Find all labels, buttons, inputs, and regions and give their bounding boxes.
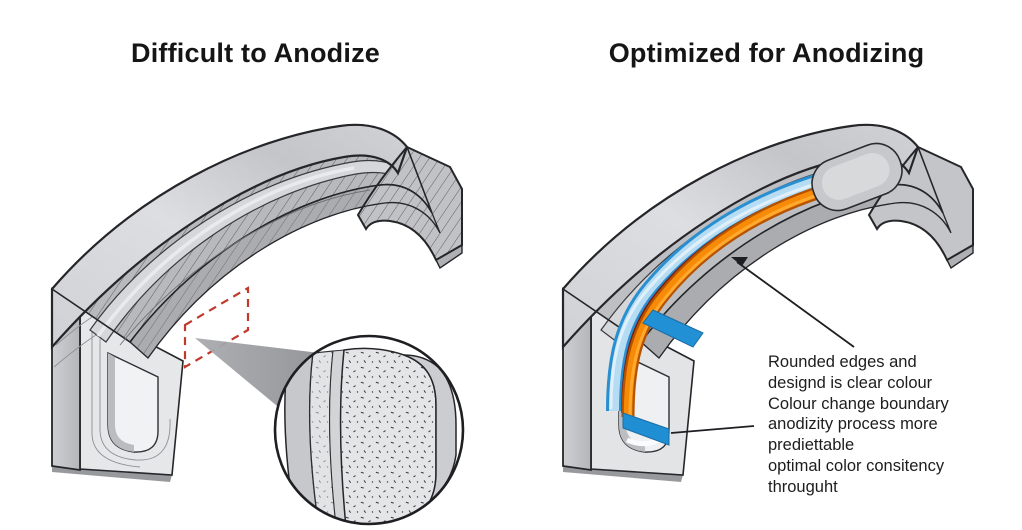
annotation-line: prediettable [768,436,855,455]
annotation-line: optimal color consitency [768,456,945,475]
red-dashed-callout-box [183,286,250,369]
optimized-for-anodizing-panel: Optimized for Anodizing [511,0,1022,530]
handle-part-optimized [561,123,974,482]
blue-cut-patch-top [642,309,704,348]
anodizing-annotation-text: Rounded edges and designd is clear colou… [768,352,983,498]
blue-cut-patch-bottom [622,412,670,446]
annotation-line: anodizity process more [768,415,938,434]
annotation-line: designd is clear colour [768,373,933,392]
difficult-part-illustration [50,123,465,526]
annotation-line: througuht [768,477,838,496]
annotation-arrow-icon [731,257,855,348]
annotation-line: Colour change boundary [768,394,949,413]
anodized-orange-band [621,172,869,418]
optimized-part-illustration [561,123,974,482]
difficult-to-anodize-panel: Difficult to Anodize [50,38,465,526]
left-panel-title: Difficult to Anodize [131,38,380,68]
detail-magnifier-circle [273,334,465,526]
anodized-blue-band [606,161,865,412]
handle-part-difficult [50,123,463,482]
rounded-boss [811,142,903,212]
annotation-leader-line [670,425,755,434]
annotation-line: Rounded edges and [768,353,917,371]
right-panel-title: Optimized for Anodizing [608,38,925,68]
